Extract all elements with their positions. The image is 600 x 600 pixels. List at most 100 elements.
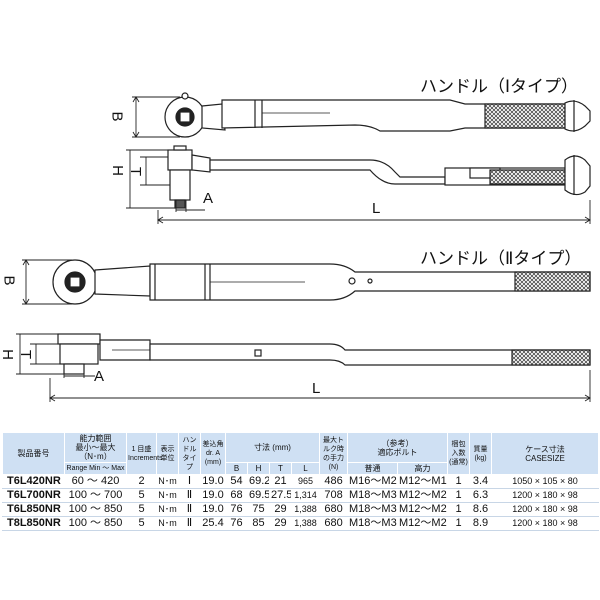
th-model: 製品番号 xyxy=(2,432,65,475)
dim-HT-2 xyxy=(16,333,591,402)
cell-high: M12～M20 xyxy=(397,488,449,503)
cell-mass: 8.9 xyxy=(469,516,493,531)
table-row: T6L850NR 100 ～ 850 5 N･m Ⅱ 19.0 76 75 29… xyxy=(2,502,600,517)
th-pack: 梱包入数(通常) xyxy=(447,432,471,475)
th-unit: 表示単位 xyxy=(156,432,179,475)
dim-HT-1 xyxy=(126,149,591,224)
cell-L: 1,388 xyxy=(290,516,321,531)
cell-type: Ⅱ xyxy=(178,488,201,503)
cell-T: 29 xyxy=(269,516,292,531)
cell-inc: 2 xyxy=(126,474,157,489)
dim-label-H1: H xyxy=(108,165,126,176)
dim-B-1 xyxy=(132,96,180,138)
cell-unit: N･m xyxy=(156,488,179,503)
th-max-torque: 最大トルク時の手力 (N) xyxy=(319,432,349,475)
th-mass: 質量 (kg) xyxy=(469,432,493,475)
cell-high: M12～M20 xyxy=(397,516,449,531)
cell-type: Ⅰ xyxy=(178,474,201,489)
dim-label-L2: L xyxy=(312,380,321,397)
cell-case: 1050 × 105 × 80 xyxy=(491,474,600,489)
cell-case: 1200 × 180 × 98 xyxy=(491,516,600,531)
th-bolt-high: 高力 xyxy=(397,462,449,475)
dim-label-L1: L xyxy=(372,200,381,217)
cell-mass: 6.3 xyxy=(469,488,493,503)
cell-high: M12～M16 xyxy=(397,474,449,489)
cell-force: 680 xyxy=(319,516,349,531)
wrench-drawings xyxy=(16,92,591,402)
type1-side-view xyxy=(167,145,591,209)
type2-top-view xyxy=(52,259,591,305)
dim-label-A2: A xyxy=(94,368,105,385)
th-bolt-normal: 普通 xyxy=(347,462,399,475)
th-dim-H: H xyxy=(247,462,270,475)
th-drive: 差込角dr. A (mm) xyxy=(200,432,226,475)
handle2-title: ハンドル（Ⅱタイプ） xyxy=(420,249,582,269)
cell-range: 100 ～ 700 xyxy=(64,488,127,503)
cell-model: T6L420NR xyxy=(2,474,65,489)
th-dim-L: L xyxy=(290,462,321,475)
cell-type: Ⅱ xyxy=(178,516,201,531)
th-dims: 寸法 (mm) xyxy=(224,432,321,463)
cell-force: 708 xyxy=(319,488,349,503)
cell-B: 76 xyxy=(225,516,248,531)
dim-label-B2: B xyxy=(0,275,18,286)
cell-normal: M18～M36 xyxy=(347,502,399,517)
th-handle-type: ハンドルタイプ xyxy=(178,432,201,475)
dim-label-A1: A xyxy=(203,190,214,207)
table-row: T8L850NR 100 ～ 850 5 N･m Ⅱ 25.4 76 85 29… xyxy=(2,516,600,531)
cell-L: 1,314 xyxy=(290,488,321,503)
cell-pack: 1 xyxy=(447,502,471,517)
th-dim-B: B xyxy=(225,462,248,475)
cell-T: 21 xyxy=(269,474,292,489)
cell-unit: N･m xyxy=(156,502,179,517)
cell-T: 29 xyxy=(269,502,292,517)
dim-label-H2: H xyxy=(0,349,16,360)
cell-range: 60 ～ 420 xyxy=(64,474,127,489)
th-dim-T: T xyxy=(269,462,292,475)
type2-side-view xyxy=(57,333,591,375)
cell-inc: 5 xyxy=(126,488,157,503)
th-range-en: Range Min ～ Max xyxy=(64,462,127,475)
cell-normal: M16～M27 xyxy=(347,474,399,489)
cell-high: M12～M20 xyxy=(397,502,449,517)
th-range: 能力範囲最小～最大（N･m） xyxy=(64,432,127,463)
cell-pack: 1 xyxy=(447,488,471,503)
cell-model: T6L850NR xyxy=(2,502,65,517)
cell-H: 69.2 xyxy=(247,474,270,489)
dim-label-T1: T xyxy=(127,166,145,177)
cell-L: 965 xyxy=(290,474,321,489)
cell-drive: 25.4 xyxy=(200,516,226,531)
table-row: T6L700NR 100 ～ 700 5 N･m Ⅱ 19.0 68 69.5 … xyxy=(2,488,600,503)
cell-B: 68 xyxy=(225,488,248,503)
cell-H: 69.5 xyxy=(247,488,270,503)
cell-H: 75 xyxy=(247,502,270,517)
th-bolt: （参考）適応ボルト xyxy=(347,432,449,463)
cell-normal: M18～M36 xyxy=(347,516,399,531)
cell-model: T6L700NR xyxy=(2,488,65,503)
type1-top-view xyxy=(164,92,591,138)
cell-normal: M18～M33 xyxy=(347,488,399,503)
cell-B: 54 xyxy=(225,474,248,489)
cell-unit: N･m xyxy=(156,474,179,489)
cell-mass: 8.6 xyxy=(469,502,493,517)
cell-force: 486 xyxy=(319,474,349,489)
cell-mass: 3.4 xyxy=(469,474,493,489)
handle1-title: ハンドル（Ⅰタイプ） xyxy=(420,77,579,97)
cell-L: 1,388 xyxy=(290,502,321,517)
cell-pack: 1 xyxy=(447,474,471,489)
cell-pack: 1 xyxy=(447,516,471,531)
table-row: T6L420NR 60 ～ 420 2 N･m Ⅰ 19.0 54 69.2 2… xyxy=(2,474,600,489)
cell-range: 100 ～ 850 xyxy=(64,502,127,517)
cell-T: 27.5 xyxy=(269,488,292,503)
dim-label-T2: T xyxy=(17,349,35,360)
cell-inc: 5 xyxy=(126,502,157,517)
cell-drive: 19.0 xyxy=(200,502,226,517)
cell-drive: 19.0 xyxy=(200,474,226,489)
cell-case: 1200 × 180 × 98 xyxy=(491,502,600,517)
cell-drive: 19.0 xyxy=(200,488,226,503)
cell-range: 100 ～ 850 xyxy=(64,516,127,531)
cell-case: 1200 × 180 × 98 xyxy=(491,488,600,503)
